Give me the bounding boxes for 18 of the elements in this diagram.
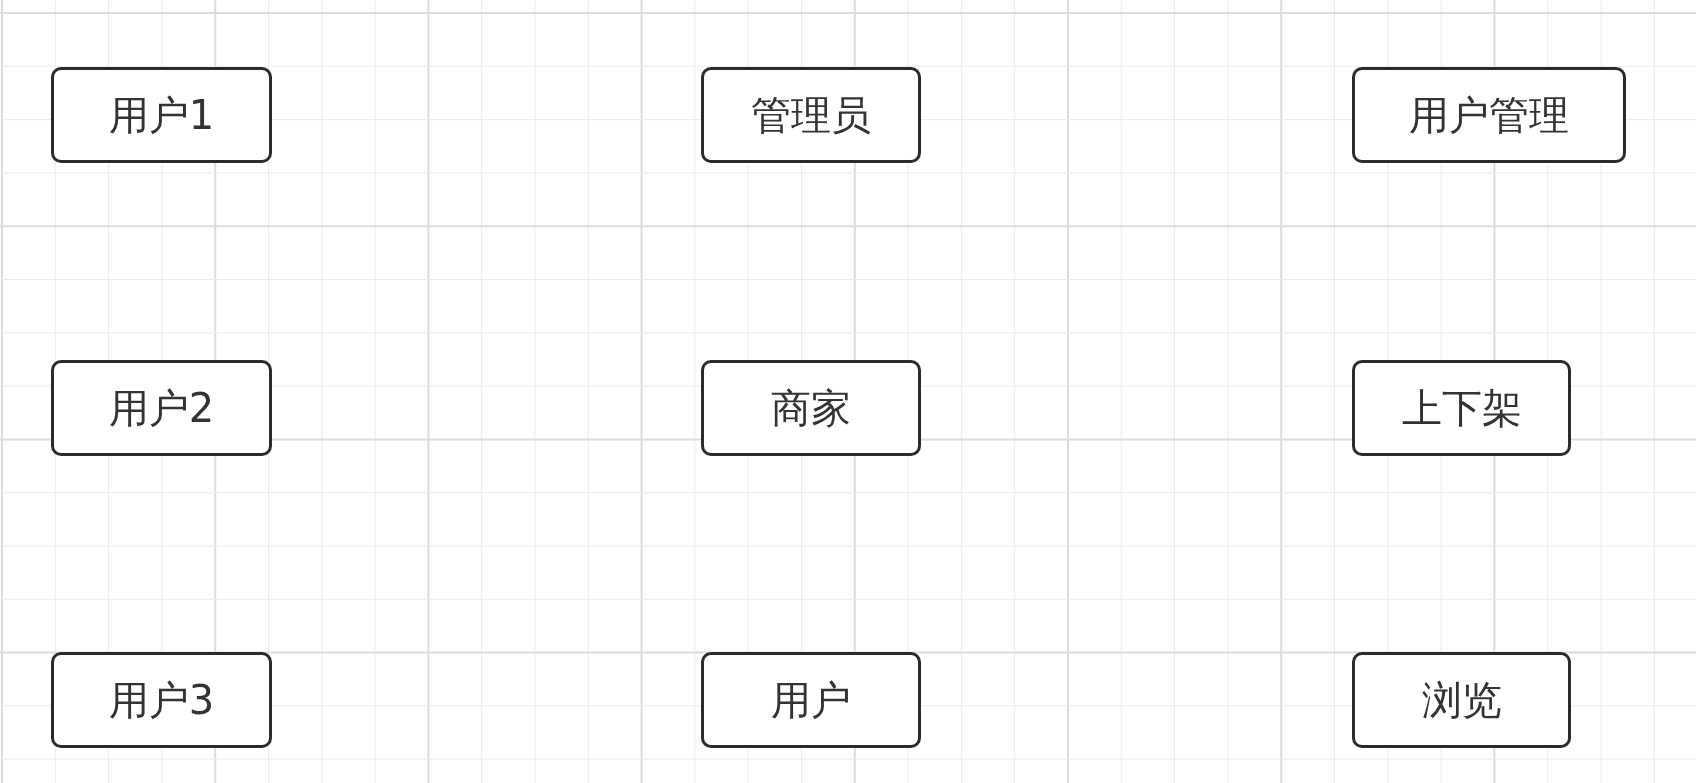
process-box bbox=[51, 652, 272, 748]
node-label: 管理员 bbox=[751, 90, 871, 140]
node-label: 用户 bbox=[771, 675, 851, 725]
node-label: 浏览 bbox=[1421, 675, 1502, 725]
node-label: 用户3 bbox=[108, 675, 215, 725]
process-box bbox=[701, 652, 921, 748]
node-label: 商家 bbox=[771, 383, 851, 433]
process-box bbox=[701, 67, 921, 163]
process-box bbox=[1352, 67, 1626, 163]
process-box bbox=[701, 360, 921, 456]
process-box bbox=[51, 360, 272, 456]
node-label: 用户1 bbox=[108, 90, 215, 140]
process-box bbox=[1352, 360, 1571, 456]
node-label: 上下架 bbox=[1401, 383, 1522, 433]
process-box bbox=[51, 67, 272, 163]
node-label: 用户管理 bbox=[1409, 90, 1569, 140]
process-box bbox=[1352, 652, 1571, 748]
node-label: 用户2 bbox=[108, 383, 215, 433]
